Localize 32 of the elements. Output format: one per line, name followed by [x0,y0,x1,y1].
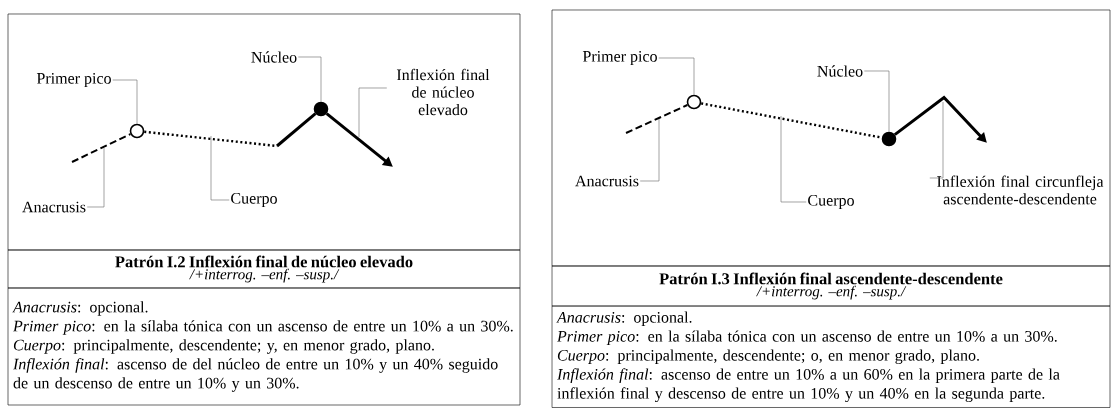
dotted-contour-line [700,102,883,139]
callout-label: Primer pico [36,73,111,87]
contour-line [276,112,317,148]
leader-line [358,87,388,138]
dashed-contour-line [71,133,132,163]
figure-panel [551,9,1111,267]
leader-line [86,147,105,208]
callout-label: Cuerpo [808,195,854,209]
description-cell: Anacrusis: opcional. Primer pico: en la sílaba tónica con un ascenso de entre un 10% a un 30%. Cuerpo: principalmente, descendente; y, en menor grado, plano. Inflexión final: ascenso de del núcleo de entre un 10% y un 40% seguido de un descenso de entre un 10% y un 30%. [7,287,521,406]
callout-label: Núcleo [251,51,297,63]
leader-line [210,135,230,201]
callout-label: Cuerpo [231,193,277,207]
leader-line [780,115,807,203]
caption-cell: Patrón I.3 Inflexión final ascendente-descendente /+interrog. –enf. –susp./ [551,265,1111,307]
dashed-contour-line [625,104,689,134]
leader-line [298,56,322,102]
figure-panel [7,13,521,251]
callout-label: Anacrusis [575,175,639,187]
callout-label: Núcleo [817,65,863,77]
callout-label: Anacrusis [22,201,86,213]
contour-arrow [325,112,393,167]
contour-arrow [893,95,987,143]
caption-cell: Patrón I.2 Inflexión final de núcleo elevado /+interrog. –enf. –susp./ [7,249,521,289]
callout-label: Primer pico [582,51,657,65]
leader-line [864,70,890,132]
description-cell: Anacrusis: opcional. Primer pico: en la sílaba tónica con un ascenso de entre un 10% a un 30%. Cuerpo: principalmente, descendente; o, en menor grado, plano. Inflexión final: ascenso de entre un 10% a un 60% en la primera parte de la inflexión final y descenso de entre un 10% y un 40% en la segunda parte. [551,305,1111,408]
leader-line [658,57,695,95]
leader-line [639,117,660,182]
leader-line [112,79,138,124]
callout-label: Inflexión final circunfleja ascendente-descendente [937,175,1104,205]
callout-label: Inflexión final de núcleo elevado [396,68,490,116]
leader-line [929,101,944,179]
